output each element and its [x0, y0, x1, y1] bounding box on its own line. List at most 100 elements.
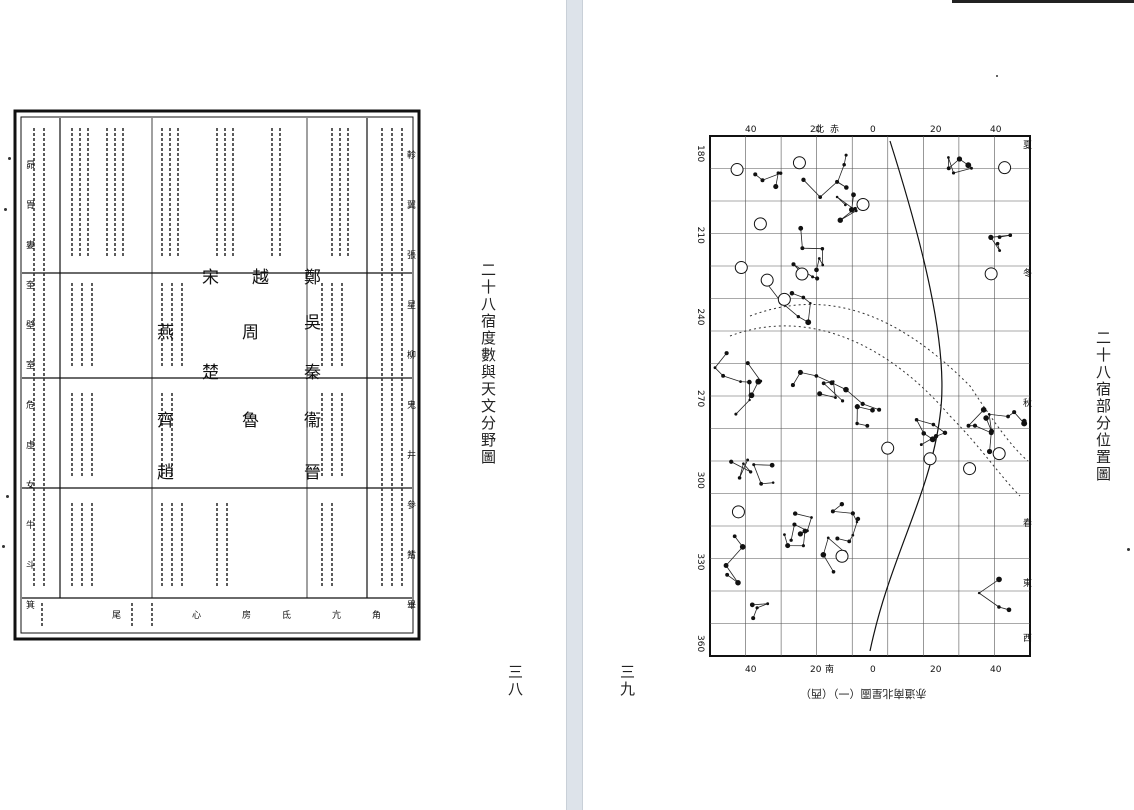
right-page-subtitle: 赤道南北星圖（一）（西）	[800, 687, 927, 700]
star-dot	[817, 257, 821, 260]
ra-tick-label: 270	[695, 390, 705, 407]
star-dot	[986, 448, 993, 455]
mansion-name: 角	[372, 609, 381, 621]
map-side-label: 東	[1023, 577, 1032, 589]
mansion-marker	[998, 161, 1012, 175]
state-char: 楚	[202, 363, 219, 383]
star-dot	[811, 275, 815, 279]
star-dot	[766, 602, 770, 606]
star-dot	[797, 369, 803, 375]
star-dot	[855, 516, 861, 521]
star-dot	[844, 153, 848, 157]
ra-tick-label: 330	[695, 553, 705, 570]
dec-tick-label: 20	[930, 125, 942, 135]
mansion-marker	[963, 462, 977, 476]
star-dot	[951, 171, 956, 175]
star-dot	[749, 602, 755, 608]
state-char: 魯	[242, 411, 259, 431]
constellation-line	[978, 579, 1010, 611]
right-page-number: 三九	[618, 664, 636, 698]
left-page-number: 三八	[506, 664, 524, 698]
map-side-label: 春	[1023, 517, 1032, 529]
mansion-name: 牛	[26, 519, 35, 531]
ra-tick-label: 180	[695, 145, 705, 162]
star-dot	[802, 528, 808, 534]
star-map: 180210240270300330360404020200020204040北…	[695, 124, 1032, 675]
mansion-marker	[856, 198, 870, 212]
dec-tick-label: 20	[930, 665, 942, 675]
ra-tick-label: 300	[695, 472, 705, 489]
star-dot	[748, 398, 751, 402]
star-dot	[837, 217, 843, 223]
ra-tick-label: 210	[695, 227, 705, 244]
star-dot	[956, 156, 963, 162]
star-dot	[820, 246, 825, 251]
star-dot	[800, 246, 805, 251]
star-dot	[946, 166, 951, 171]
star-dot	[970, 166, 973, 170]
star-dot	[751, 616, 756, 621]
mansion-name: 星	[407, 300, 416, 311]
map-stars	[713, 153, 1028, 621]
mansion-name: 斗	[26, 560, 35, 571]
dec-direction-label: 北	[815, 124, 824, 135]
constellation-line	[714, 352, 751, 415]
star-dot	[783, 533, 786, 536]
scan-speck	[6, 495, 9, 498]
star-dot	[995, 241, 1000, 246]
star-dot	[983, 415, 989, 421]
star-dot	[1006, 607, 1012, 613]
star-dot	[809, 301, 812, 305]
star-dot	[773, 184, 779, 190]
map-side-label: 西	[1023, 633, 1032, 644]
state-char: 齊	[157, 411, 174, 431]
constellation-line	[752, 603, 768, 619]
star-dot	[779, 171, 783, 175]
mansion-name: 昴	[26, 160, 35, 171]
star-dot	[829, 380, 835, 386]
star-dot	[785, 543, 791, 549]
star-dot	[847, 539, 852, 544]
star-dot	[855, 421, 859, 426]
star-dot	[724, 351, 729, 356]
star-dot	[851, 192, 856, 198]
state-char: 越	[252, 268, 269, 288]
star-dot	[755, 606, 759, 610]
mansion-name: 奎	[26, 279, 35, 291]
star-dot	[729, 459, 734, 464]
state-char: 燕	[157, 323, 174, 343]
star-dot	[919, 443, 923, 447]
map-side-label: 冬	[1023, 267, 1032, 279]
star-dot	[734, 412, 738, 416]
table-text-texture	[33, 128, 403, 628]
star-dot	[789, 538, 793, 542]
mansion-name: 張	[407, 250, 416, 261]
star-dot	[1006, 414, 1010, 419]
star-dot	[820, 552, 827, 558]
mansion-name: 心	[192, 610, 201, 621]
mansion-marker	[795, 267, 809, 281]
star-dot	[789, 290, 795, 296]
mansion-marker	[992, 447, 1006, 461]
star-dot	[769, 462, 775, 468]
state-char: 晉	[304, 463, 321, 483]
star-dot	[1012, 410, 1017, 415]
star-dot	[840, 399, 845, 403]
star-dot	[792, 511, 798, 516]
star-dot	[723, 563, 729, 568]
mansion-name: 箕	[26, 599, 35, 611]
star-dot	[791, 262, 796, 267]
ra-tick-label: 360	[695, 635, 705, 652]
scan-speck	[2, 545, 5, 548]
star-dot	[850, 511, 855, 516]
star-dot	[721, 373, 726, 378]
star-dot	[929, 436, 936, 443]
star-dot	[851, 533, 855, 537]
star-dot	[792, 522, 797, 527]
star-dot	[914, 417, 919, 422]
mansion-name: 軫	[407, 149, 416, 161]
map-grid	[710, 136, 1030, 656]
dec-tick-label: 0	[870, 125, 876, 135]
map-side-label: 秋	[1023, 397, 1032, 409]
mansion-name: 尾	[112, 610, 121, 621]
